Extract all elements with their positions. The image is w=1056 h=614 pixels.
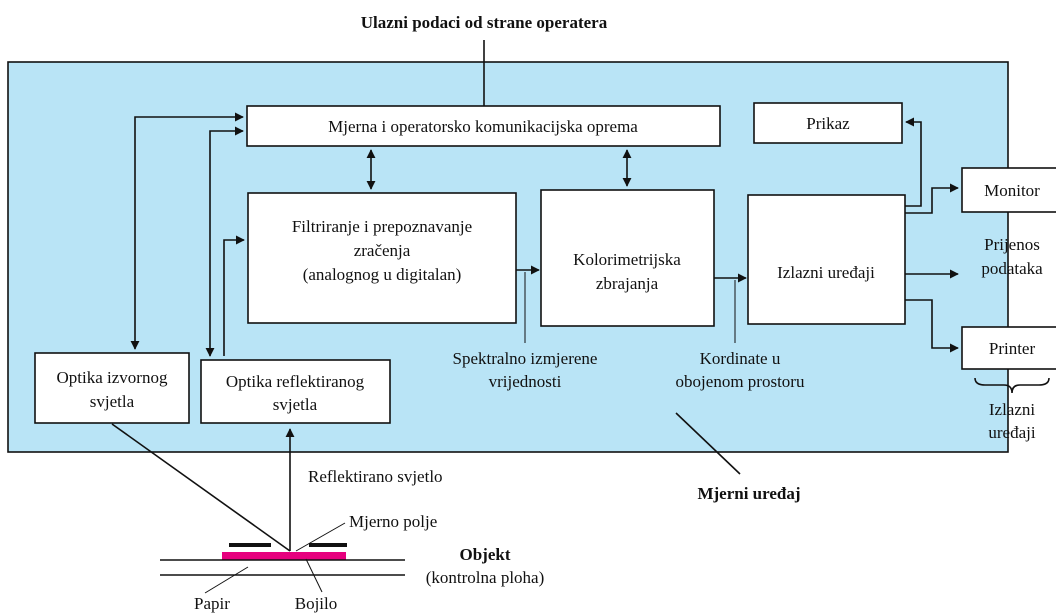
display-label: Prikaz xyxy=(806,114,850,133)
filtering-label-line-3: (analognog u digitalan) xyxy=(303,265,462,284)
device-leader-line xyxy=(675,412,741,475)
spectral-values-label-1: Spektralno izmjerene xyxy=(453,349,598,368)
monitor-box: Monitor xyxy=(961,167,1056,213)
comm-equipment-box: Mjerna i operatorsko komunikacijska opre… xyxy=(246,105,721,147)
output-devices-label: Izlazni uređaji xyxy=(777,263,875,282)
ink-label: Bojilo xyxy=(295,594,338,613)
output-devices-group-label-1: Izlazni xyxy=(989,400,1036,419)
filtering-box: Filtriranje i prepoznavanje zračenja (an… xyxy=(247,192,517,324)
data-transfer-label-1: Prijenos xyxy=(984,235,1040,254)
reflected-optics-box: Optika reflektiranog svjetla xyxy=(200,359,391,424)
display-box: Prikaz xyxy=(753,102,903,144)
field-leader-line xyxy=(295,522,346,552)
reflected-light-label: Reflektirano svjetlo xyxy=(308,467,443,486)
ink-leader-line xyxy=(305,558,323,593)
paper-leader-line xyxy=(204,566,249,594)
source-optics-comm-link xyxy=(130,112,244,350)
measuring-device-label: Mjerni uređaj xyxy=(697,484,800,503)
output-devices-box: Izlazni uređaji xyxy=(747,194,906,325)
incident-light-ray xyxy=(111,423,291,552)
operator-input-label: Ulazni podaci od strane operatera xyxy=(361,13,608,32)
output-printer-arrow xyxy=(905,299,959,353)
object-label: Objekt xyxy=(460,545,511,564)
ink-layer xyxy=(222,552,346,560)
source-optics-box: Optika izvornog svjetla xyxy=(34,352,190,424)
colorimetric-box: Kolorimetrijska zbrajanja xyxy=(540,189,715,327)
printer-label: Printer xyxy=(989,339,1036,358)
monitor-label: Monitor xyxy=(984,181,1040,200)
object-subtitle: (kontrolna ploha) xyxy=(426,568,545,587)
color-coords-label-2: obojenom prostoru xyxy=(676,372,805,391)
filtering-label-line-1: Filtriranje i prepoznavanje xyxy=(292,217,472,236)
colorimetric-label-line-2: zbrajanja xyxy=(596,274,659,293)
output-monitor-arrow xyxy=(905,183,959,214)
filtering-label-line-2: zračenja xyxy=(354,241,411,260)
data-transfer-label-2: podataka xyxy=(981,259,1043,278)
measuring-field-label: Mjerno polje xyxy=(349,512,437,531)
comm-equipment-label: Mjerna i operatorsko komunikacijska opre… xyxy=(328,117,638,136)
reflected-optics-filter-link xyxy=(223,235,245,356)
printer-box: Printer xyxy=(961,326,1056,370)
reflected-optics-label-line-2: svjetla xyxy=(273,395,318,414)
output-devices-group-label-2: uređaji xyxy=(988,423,1035,442)
spectral-values-label-2: vrijednosti xyxy=(489,372,562,391)
source-optics-label-line-2: svjetla xyxy=(90,392,135,411)
colorimetric-label-line-1: Kolorimetrijska xyxy=(573,250,681,269)
color-coords-label-1: Kordinate u xyxy=(700,349,781,368)
source-optics-label-line-1: Optika izvornog xyxy=(57,368,168,387)
output-display-arrow xyxy=(905,117,922,207)
outputs-brace xyxy=(974,377,1050,394)
reflected-optics-comm-link xyxy=(205,126,244,357)
paper-label: Papir xyxy=(194,594,230,613)
reflected-optics-label-line-1: Optika reflektiranog xyxy=(226,372,365,391)
